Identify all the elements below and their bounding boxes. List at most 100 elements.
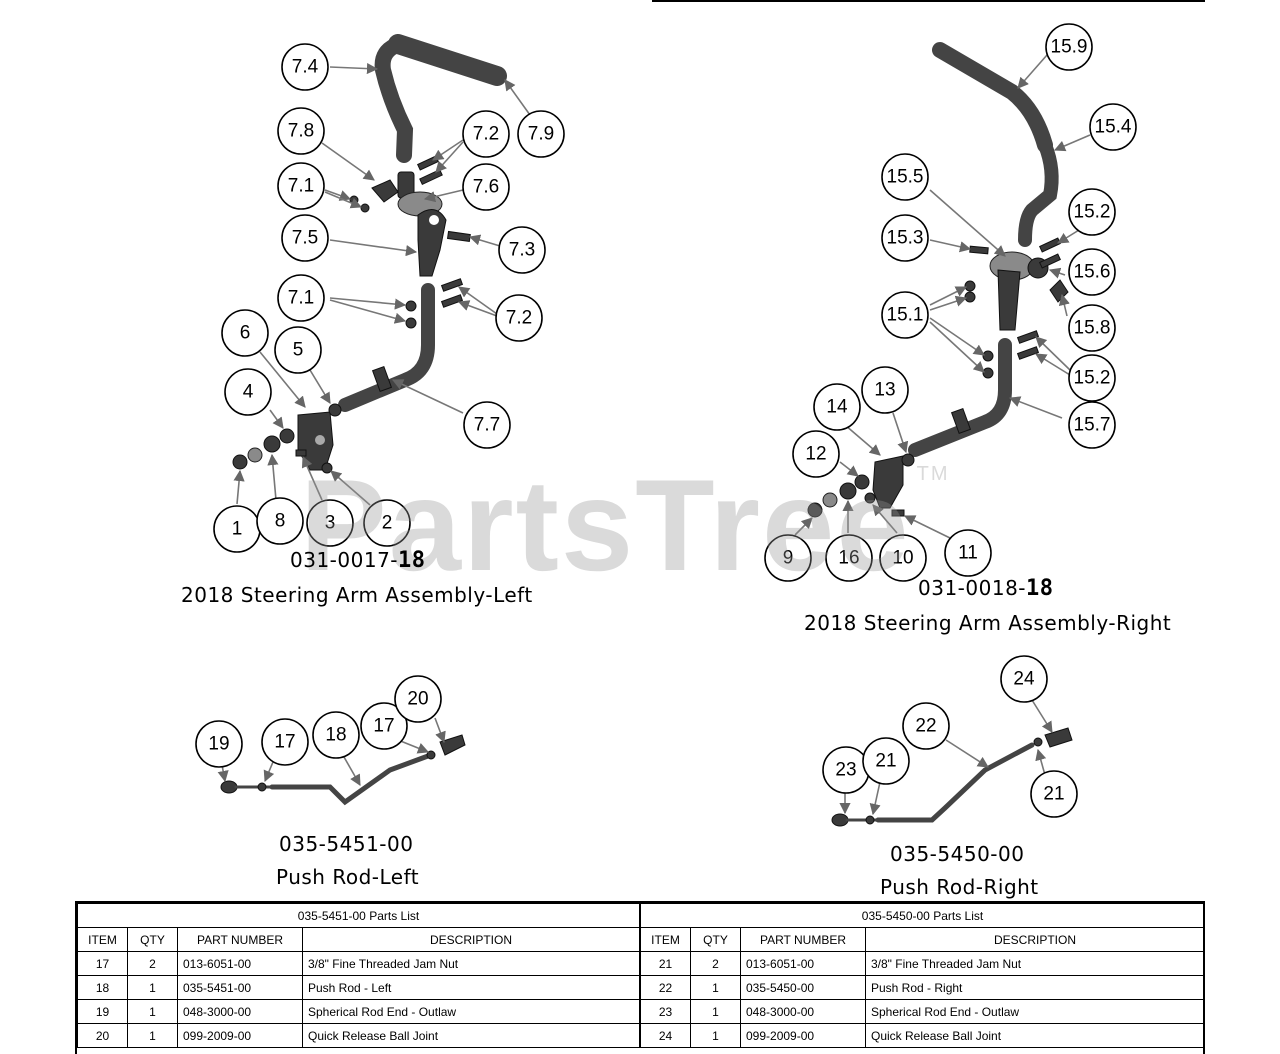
callout-7-4: 7.4	[281, 43, 329, 91]
callout-15-9: 15.9	[1045, 23, 1093, 71]
callout-circle	[281, 214, 329, 262]
col-description: DESCRIPTION	[865, 927, 1205, 952]
callout-label: 19	[208, 734, 229, 755]
cell-item: 21	[640, 951, 691, 976]
callout-15-2: 15.2	[1068, 354, 1116, 402]
callout-7-6: 7.6	[462, 163, 510, 211]
callout-7-2: 7.2	[462, 110, 510, 158]
callout-16: 16	[825, 534, 873, 582]
callout-15-3: 15.3	[881, 214, 929, 262]
callout-15-7: 15.7	[1068, 401, 1116, 449]
callout-circle	[861, 366, 909, 414]
callout-label: 8	[275, 511, 286, 532]
callout-label: 7.1	[288, 288, 314, 309]
col-part-number: PART NUMBER	[740, 927, 866, 952]
callout-circle	[1000, 655, 1048, 703]
callout-8: 8	[256, 497, 304, 545]
cell-qty: 1	[127, 1023, 178, 1048]
parts-tables: 035-5451-00 Parts List ITEM QTY PART NUM…	[75, 901, 1205, 1054]
col-item: ITEM	[77, 927, 128, 952]
callout-21: 21	[1030, 770, 1078, 818]
cell-qty: 2	[127, 951, 178, 976]
callout-label: 15.6	[1074, 262, 1111, 283]
callout-circle	[813, 383, 861, 431]
callout-7-5: 7.5	[281, 214, 329, 262]
callout-7-8: 7.8	[277, 107, 325, 155]
callout-label: 7.9	[528, 124, 554, 145]
cell-part-number: 048-3000-00	[740, 999, 866, 1024]
leader-lines	[217, 54, 1093, 816]
callout-14: 14	[813, 383, 861, 431]
callout-circle	[1068, 188, 1116, 236]
callout-circle	[1068, 248, 1116, 296]
callout-label: 7.1	[288, 176, 314, 197]
cell-description: Quick Release Ball Joint	[302, 1023, 640, 1048]
cell-part-number: 048-3000-00	[177, 999, 303, 1024]
callout-15-2: 15.2	[1068, 188, 1116, 236]
callout-circle	[764, 534, 812, 582]
callout-23: 23	[822, 746, 870, 794]
callout-label: 15.1	[887, 305, 924, 326]
callout-label: 24	[1013, 669, 1035, 690]
callout-label: 2	[382, 513, 393, 534]
parts-list-left: 035-5451-00 Parts List ITEM QTY PART NUM…	[77, 903, 640, 1048]
callout-circle	[1068, 354, 1116, 402]
callout-circle	[277, 274, 325, 322]
cell-part-number: 013-6051-00	[177, 951, 303, 976]
callout-circle	[944, 529, 992, 577]
right-assembly-part-number: 031-0018-18	[918, 576, 1054, 601]
parts-list-caption: 035-5451-00 Parts List	[77, 903, 640, 928]
parts-list-caption: 035-5450-00 Parts List	[640, 903, 1205, 928]
cell-description: 3/8" Fine Threaded Jam Nut	[302, 951, 640, 976]
callout-circle	[360, 702, 408, 750]
callout-circle	[902, 702, 950, 750]
callout-15-5: 15.5	[881, 153, 929, 201]
callout-label: 9	[783, 548, 794, 569]
callout-circle	[862, 737, 910, 785]
callout-label: 15.2	[1074, 368, 1111, 389]
callout-label: 15.3	[887, 228, 924, 249]
callout-15-4: 15.4	[1089, 103, 1137, 151]
cell-item: 23	[640, 999, 691, 1024]
callout-7-3: 7.3	[498, 226, 546, 274]
callout-label: 15.8	[1074, 318, 1111, 339]
callout-circle	[495, 294, 543, 342]
pushrod-left-title: Push Rod-Left	[276, 865, 420, 889]
cell-item: 19	[77, 999, 128, 1024]
callout-circle	[462, 110, 510, 158]
callout-7-1: 7.1	[277, 162, 325, 210]
callout-10: 10	[879, 534, 927, 582]
callout-circle	[195, 720, 243, 768]
callout-circle	[1068, 304, 1116, 352]
callout-circle	[221, 309, 269, 357]
callout-circle	[792, 430, 840, 478]
callout-circle	[462, 163, 510, 211]
cell-description: Spherical Rod End - Outlaw	[865, 999, 1205, 1024]
callout-2: 2	[363, 499, 411, 547]
cell-part-number: 013-6051-00	[740, 951, 866, 976]
callout-circle	[881, 153, 929, 201]
callout-18: 18	[312, 711, 360, 759]
callout-label: 21	[875, 751, 896, 772]
cell-qty: 1	[690, 1023, 741, 1048]
callout-22: 22	[902, 702, 950, 750]
callout-label: 15.4	[1095, 117, 1132, 138]
pushrod-right-title: Push Rod-Right	[880, 875, 1039, 899]
cell-description: Push Rod - Right	[865, 975, 1205, 1000]
callout-label: 11	[958, 543, 978, 564]
callout-circle	[306, 499, 354, 547]
callout-label: 15.5	[887, 167, 924, 188]
col-qty: QTY	[127, 927, 178, 952]
callout-13: 13	[861, 366, 909, 414]
callout-circle	[363, 499, 411, 547]
cell-description: Push Rod - Left	[302, 975, 640, 1000]
callout-label: 15.7	[1074, 415, 1111, 436]
callout-7-7: 7.7	[463, 401, 511, 449]
callout-label: 1	[232, 519, 243, 540]
callout-label: 23	[835, 760, 856, 781]
callout-label: 14	[826, 397, 848, 418]
